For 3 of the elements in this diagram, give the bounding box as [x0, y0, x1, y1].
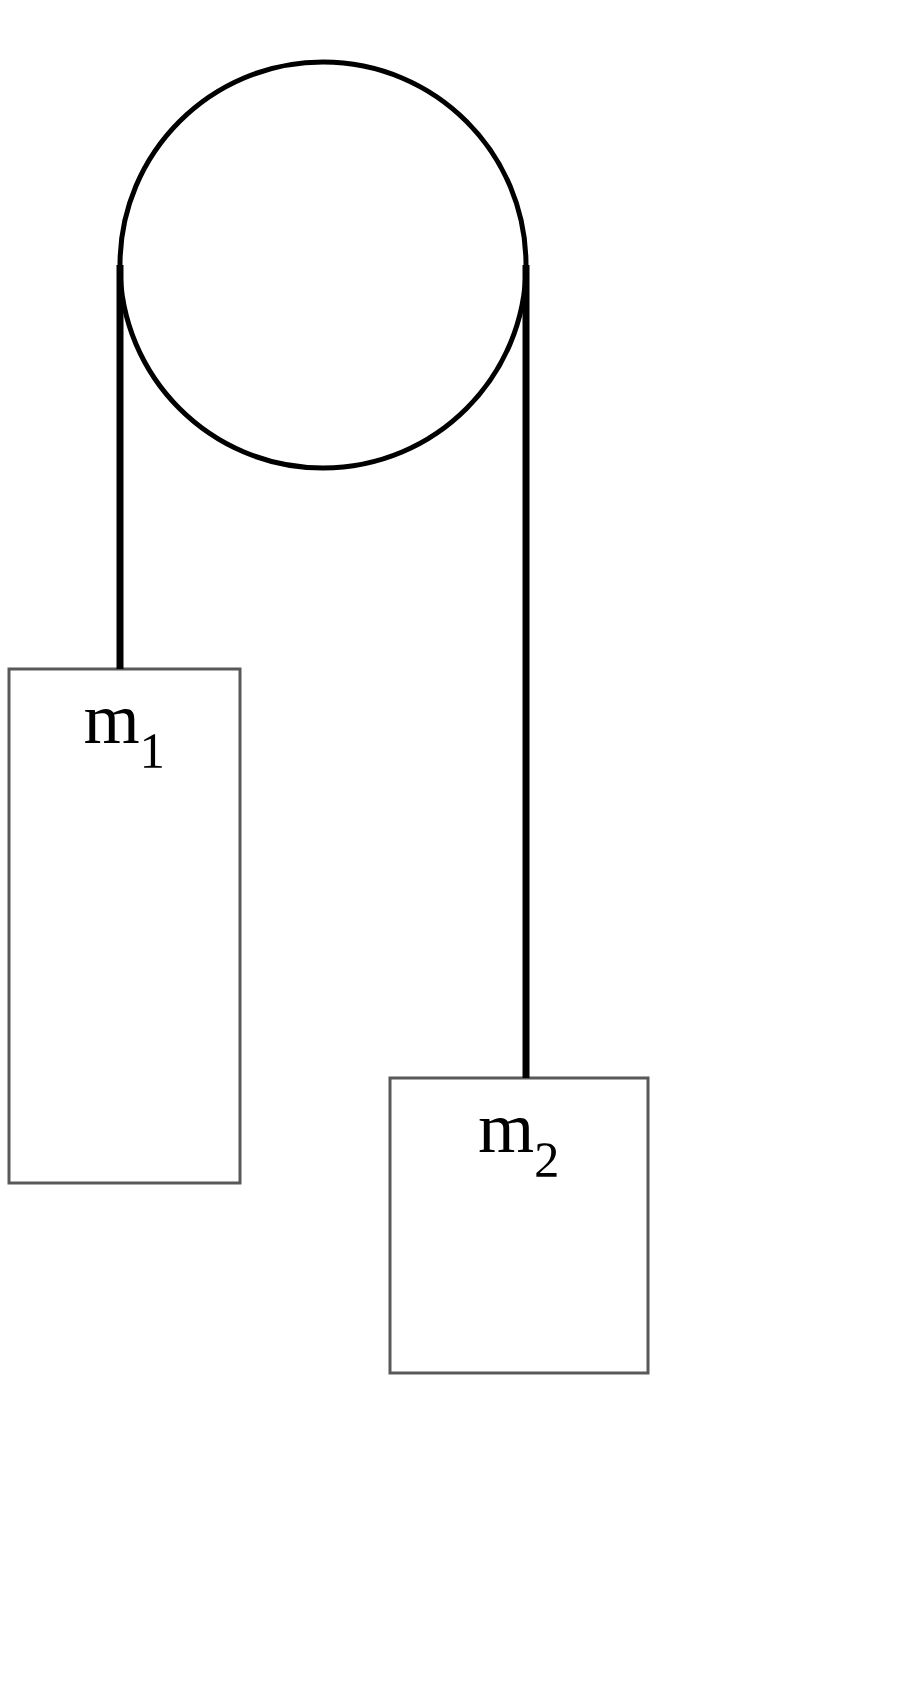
mass-block: m$_{1}$ — [7, 667, 242, 1185]
pulley-wheel — [117, 59, 529, 471]
mass-block: m$_{2}$ — [388, 1076, 650, 1375]
